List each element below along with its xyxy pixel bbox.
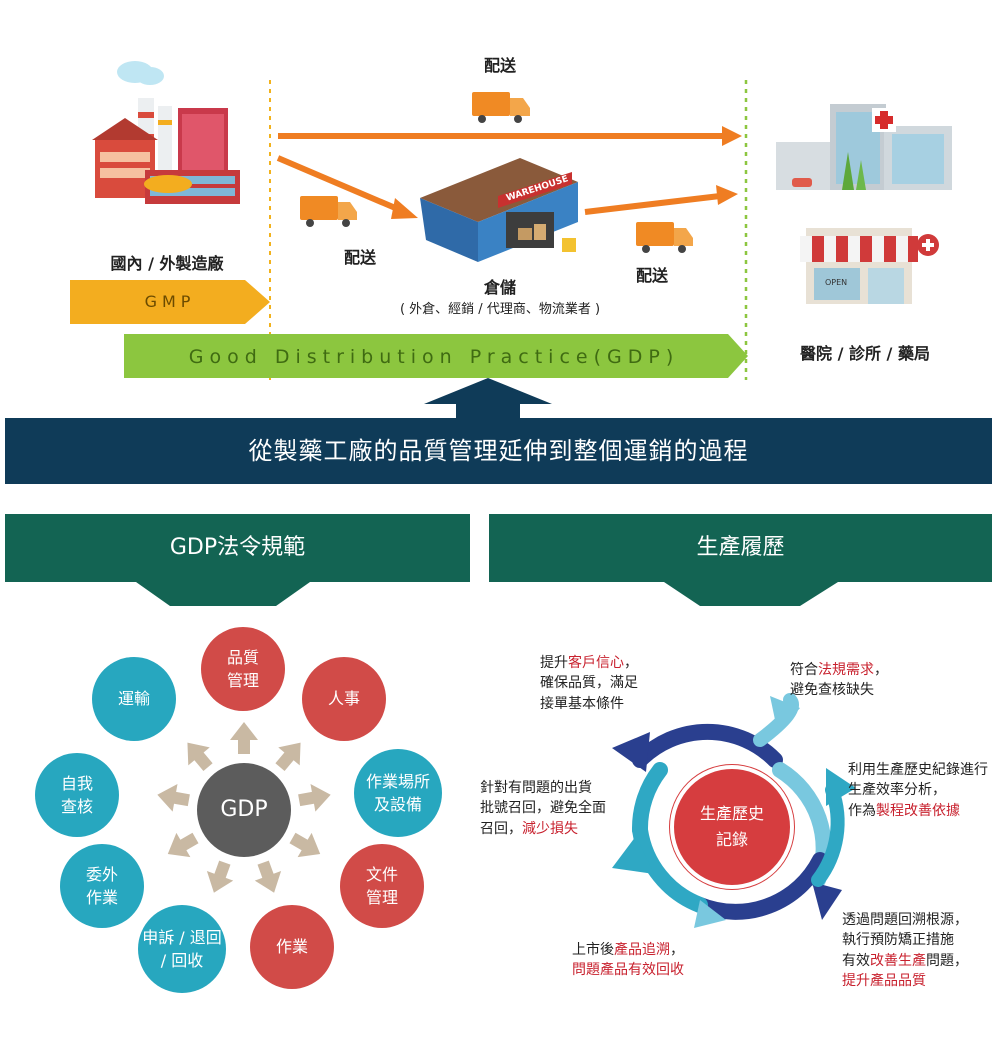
truck-icon-right: [636, 222, 693, 253]
note-batch-recall: 針對有問題的出貨 批號召回，避免全面 召回，減少損失: [480, 780, 606, 837]
gmp-band: [70, 280, 270, 324]
note-regulatory-compliance: 符合法規需求， 避免查核缺失: [790, 662, 888, 699]
gdp-item-personnel: 人事: [302, 657, 386, 741]
gdp-regulation-header: GDP法令規範: [5, 514, 470, 582]
factory-icon: [92, 61, 240, 204]
gmp-label: GMP: [144, 292, 196, 311]
delivery-label-left: 配送: [343, 248, 376, 267]
up-arrow: [424, 378, 552, 418]
main-banner: 從製藥工廠的品質管理延伸到整個運銷的過程: [5, 418, 992, 484]
gdp-item-documentation: 文件 管理: [340, 844, 424, 928]
gdp-item-complaints-returns-recalls: 申訴 / 退回 / 回收: [138, 905, 226, 993]
note-product-traceability: 上市後產品追溯， 問題產品有效回收: [572, 942, 684, 979]
gdp-item-operations: 作業: [250, 905, 334, 989]
gdp-label: Good Distribution Practice(GDP): [188, 346, 680, 368]
note-root-cause: 透過問題回溯根源， 執行預防矯正措施 有效改善生產問題， 提升產品品質: [842, 912, 968, 989]
gdp-hub: GDP: [197, 763, 291, 857]
right-down-arrow: [664, 582, 838, 606]
gdp-item-transportation: 運輸: [92, 657, 176, 741]
production-record-center: 生產歷史 記錄: [670, 765, 794, 889]
gdp-spoke-arrows: [157, 722, 331, 893]
warehouse-sub-label: ( 外倉、經銷 / 代理商、物流業者 ): [399, 302, 601, 317]
gdp-item-self-inspection: 自我 查核: [35, 753, 119, 837]
gdp-item-outsourced-activities: 委外 作業: [60, 844, 144, 928]
gdp-item-quality-management: 品質 管理: [201, 627, 285, 711]
left-down-arrow: [136, 582, 310, 606]
truck-icon-top: [472, 92, 530, 123]
factory-label: 國內 / 外製造廠: [110, 254, 224, 273]
delivery-label-top: 配送: [483, 56, 516, 75]
delivery-label-right: 配送: [635, 266, 668, 285]
destination-label: 醫院 / 診所 / 藥局: [800, 344, 930, 363]
delivery-arrows: [276, 126, 742, 219]
warehouse-label: 倉儲: [483, 278, 516, 297]
note-customer-confidence: 提升客戶信心， 確保品質，滿足 接單基本條件: [540, 655, 638, 712]
gdp-item-premises-equipment: 作業場所 及設備: [354, 749, 442, 837]
production-history-header: 生產履歷: [489, 514, 992, 582]
hospital-icon: [776, 104, 952, 190]
shop-sign: OPEN: [825, 278, 848, 287]
pharmacy-icon: [800, 228, 939, 304]
record-cycle-arrows: [612, 693, 856, 928]
truck-icon-left: [300, 196, 357, 227]
note-efficiency-analysis: 利用生產歷史紀錄進行 生產效率分析， 作為製程改善依據: [848, 762, 988, 819]
warehouse-icon: [420, 158, 578, 262]
gdp-band: [124, 334, 748, 378]
